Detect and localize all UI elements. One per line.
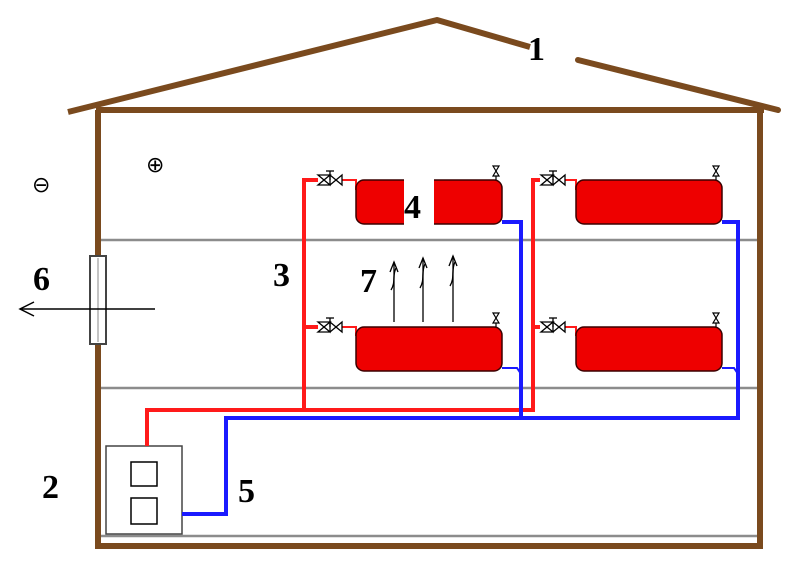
roof-left-slope bbox=[67, 17, 531, 115]
boiler bbox=[105, 445, 183, 535]
convection-arrow-1 bbox=[389, 260, 399, 322]
radiator-label-gap bbox=[404, 178, 434, 226]
label-supply-riser: 3 bbox=[273, 257, 290, 294]
floor-slabs bbox=[101, 238, 757, 538]
valve-left-upper bbox=[316, 170, 343, 187]
radiators bbox=[355, 179, 723, 372]
label-convection: 7 bbox=[360, 263, 377, 300]
return-connector-right-lower bbox=[722, 367, 739, 375]
valve-right-upper bbox=[539, 170, 566, 187]
convection-arrow-3 bbox=[448, 254, 458, 322]
connector-right-upper bbox=[565, 179, 577, 190]
roof bbox=[67, 17, 781, 115]
supply-main bbox=[145, 408, 535, 446]
house-walls bbox=[95, 107, 764, 549]
return-main bbox=[182, 220, 740, 516]
heat-loss-arrow bbox=[18, 301, 155, 317]
supply-riser-right bbox=[531, 178, 540, 410]
valve-right-lower bbox=[539, 317, 566, 334]
connector-left-lower bbox=[342, 326, 357, 336]
radiator-right-lower bbox=[575, 326, 723, 372]
radiator-right-upper bbox=[575, 179, 723, 225]
boiler-upper-box bbox=[130, 461, 158, 487]
label-radiator: 4 bbox=[404, 189, 421, 226]
return-connector-left-lower bbox=[502, 367, 522, 375]
air-vent-left-upper bbox=[491, 165, 501, 180]
valve-left-lower bbox=[316, 317, 343, 334]
label-return-line: 5 bbox=[238, 473, 255, 510]
radiator-left-lower bbox=[355, 326, 503, 372]
air-vent-left-lower bbox=[491, 312, 501, 327]
return-connectors bbox=[502, 367, 739, 375]
return-piping bbox=[182, 220, 740, 516]
label-roof: 1 bbox=[528, 31, 545, 68]
supply-riser-left bbox=[302, 178, 318, 410]
air-vents bbox=[491, 165, 721, 327]
roof-right-slope bbox=[575, 57, 781, 113]
air-vent-right-upper bbox=[711, 165, 721, 180]
outside-minus-symbol: ⊖ bbox=[32, 173, 50, 198]
return-riser-left bbox=[502, 220, 523, 418]
convection-arrow-2 bbox=[418, 256, 428, 322]
inside-plus-symbol: ⊕ bbox=[146, 153, 164, 178]
valves bbox=[316, 170, 566, 334]
connector-right-lower bbox=[565, 326, 577, 336]
wall-window bbox=[89, 255, 107, 345]
heat-loss-arrow-head bbox=[18, 301, 35, 317]
label-heat-loss: 6 bbox=[33, 261, 50, 298]
convection-arrows bbox=[389, 254, 458, 322]
connector-left-upper bbox=[342, 179, 357, 190]
label-boiler: 2 bbox=[42, 469, 59, 506]
boiler-lower-box bbox=[130, 497, 158, 525]
supply-piping bbox=[145, 178, 540, 446]
air-vent-right-lower bbox=[711, 312, 721, 327]
